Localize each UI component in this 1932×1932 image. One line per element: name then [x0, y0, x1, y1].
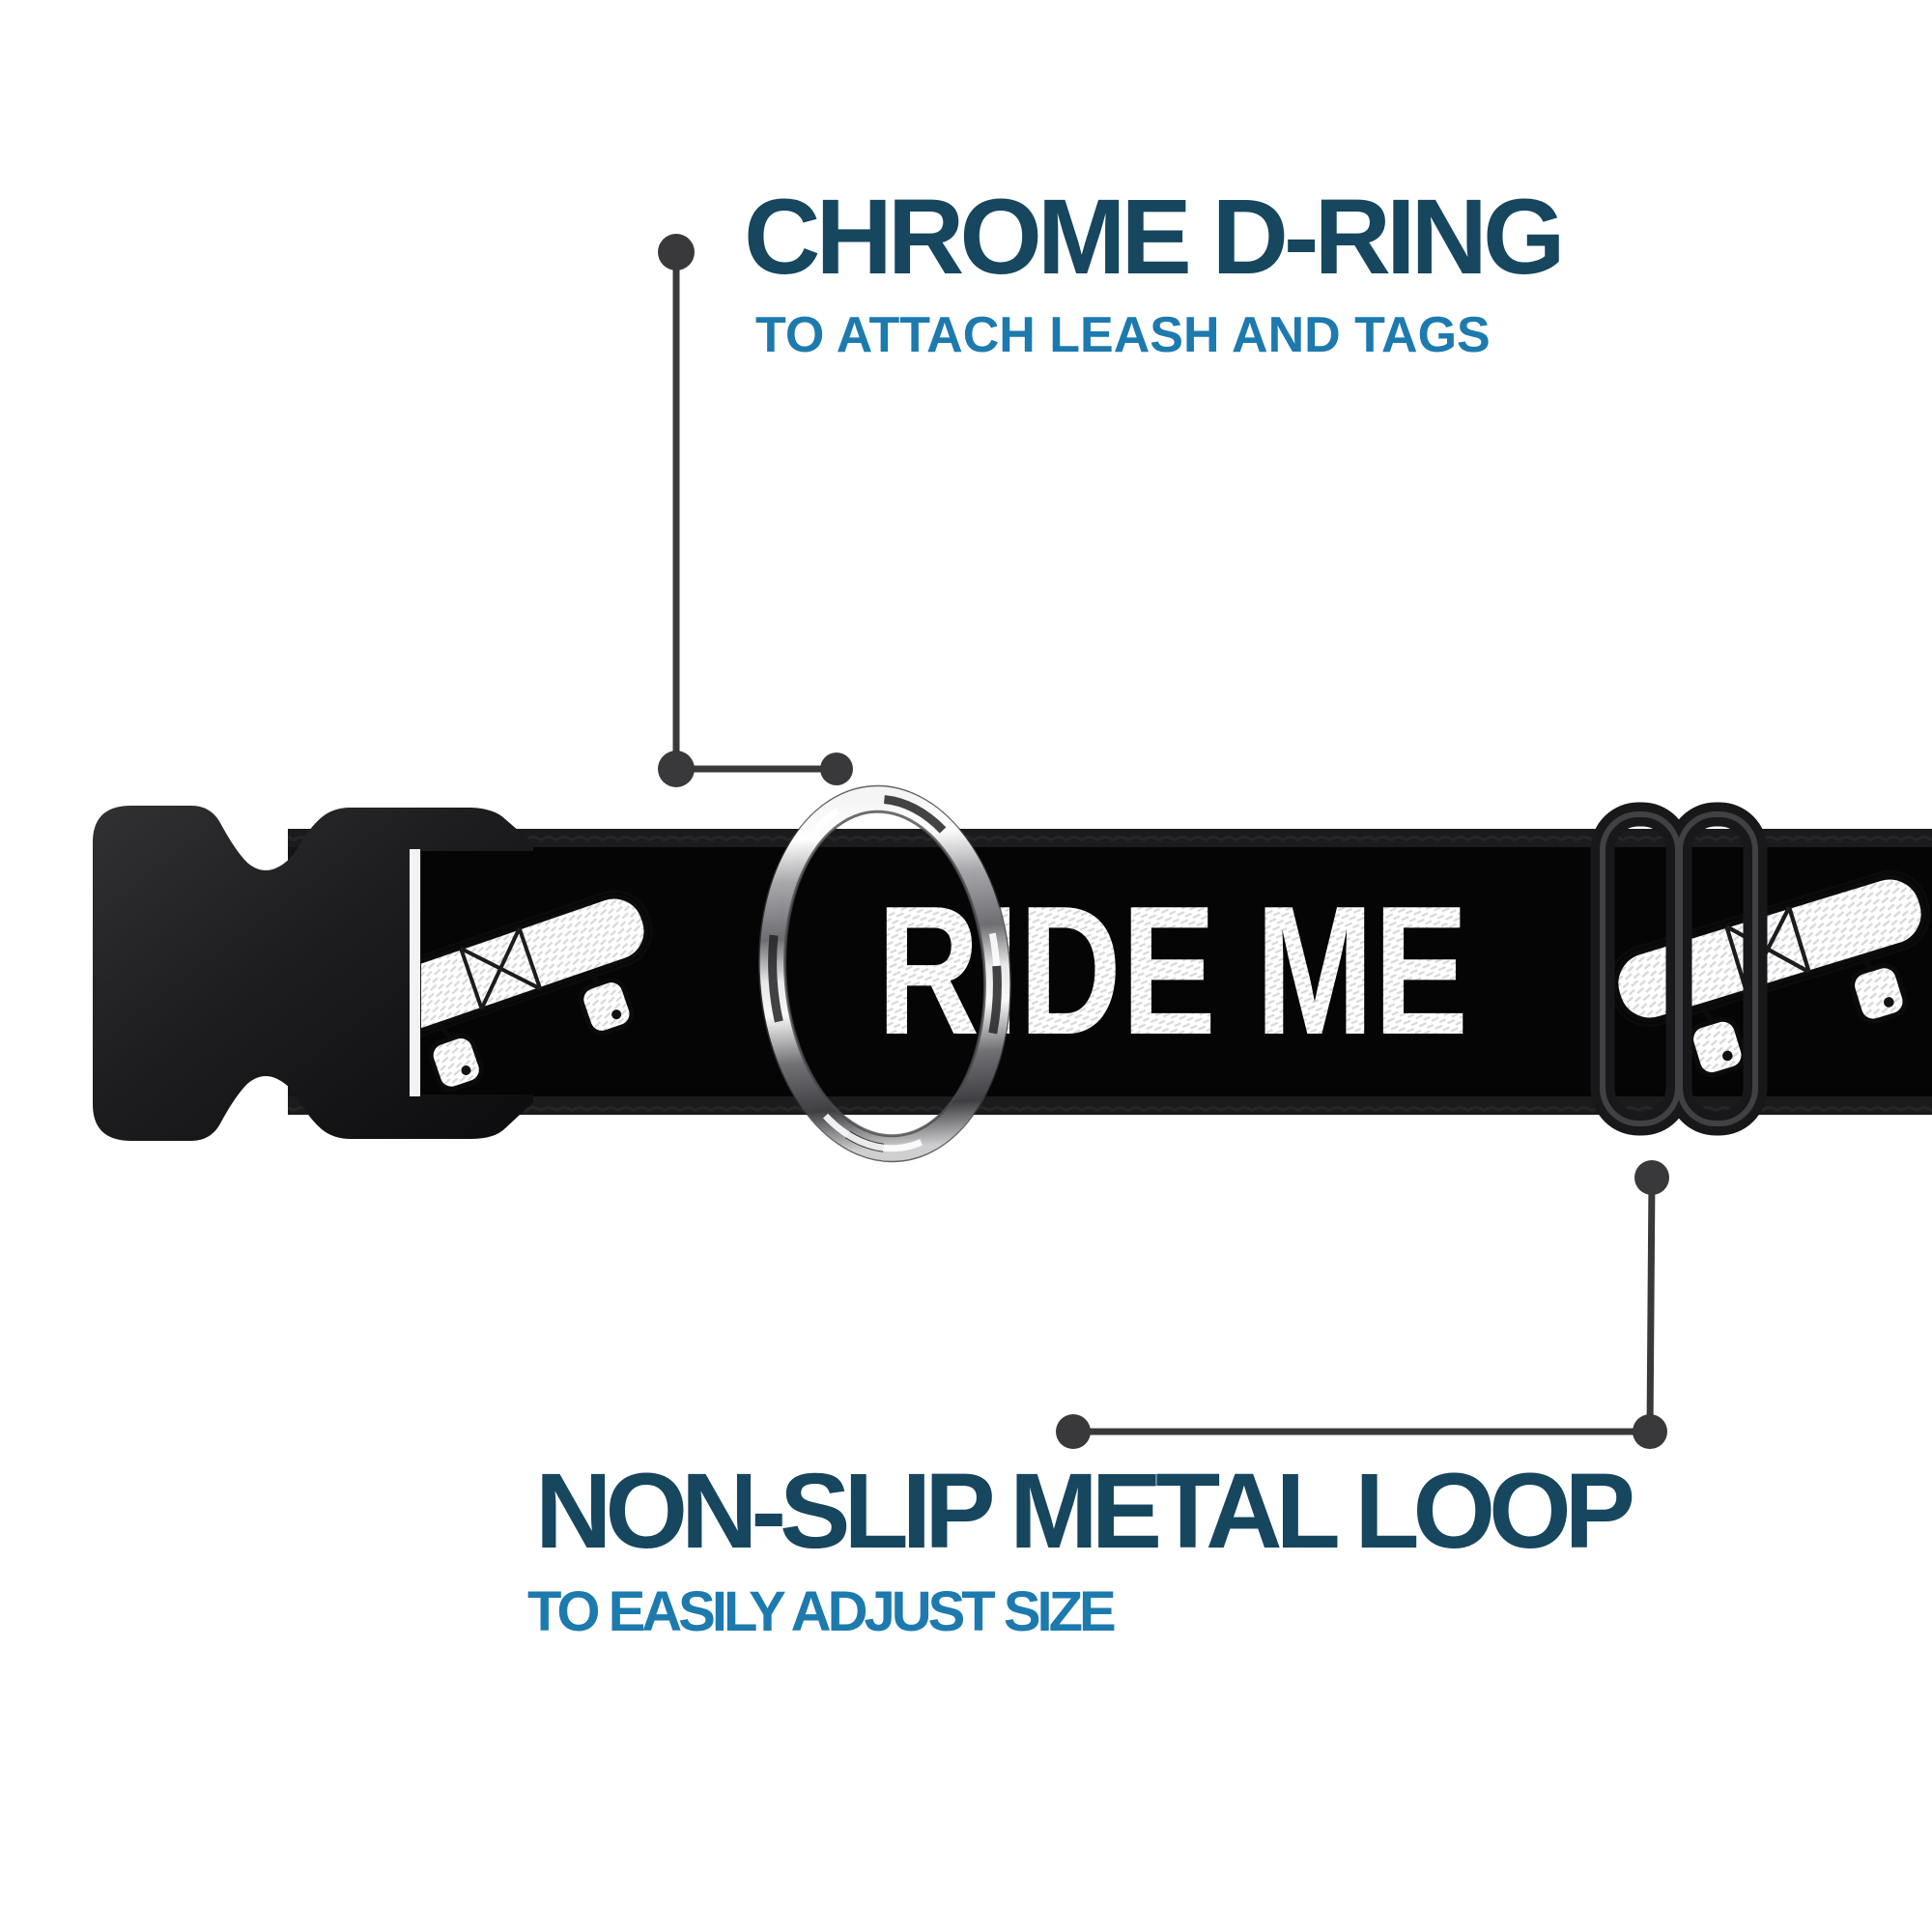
bottom-callout-subtitle: TO EASILY ADJUST SIZE	[527, 1580, 1117, 1643]
callout-dot	[658, 751, 695, 787]
top-callout-subtitle: TO ATTACH LEASH AND TAGS	[755, 307, 1491, 363]
callout-dot	[820, 753, 853, 785]
buckle-slot-gap	[410, 849, 420, 1096]
strap-text: RIDE ME	[877, 868, 1468, 1073]
bottom-callout-title: NON-SLIP METAL LOOP	[535, 1452, 1635, 1571]
buckle	[93, 806, 533, 1141]
callout-dot	[1634, 1160, 1669, 1195]
strap-top-edge	[288, 829, 1932, 847]
callout-dot	[1056, 1414, 1091, 1449]
d-ring	[758, 784, 1011, 1163]
strap-bottom-edge	[288, 1096, 1932, 1115]
callout-lines	[658, 234, 1669, 1449]
top-callout-title: CHROME D-RING	[744, 178, 1566, 297]
callout-dot	[1633, 1414, 1667, 1449]
callout-dot	[658, 234, 695, 270]
metal-loop-slider	[1590, 802, 1768, 1136]
